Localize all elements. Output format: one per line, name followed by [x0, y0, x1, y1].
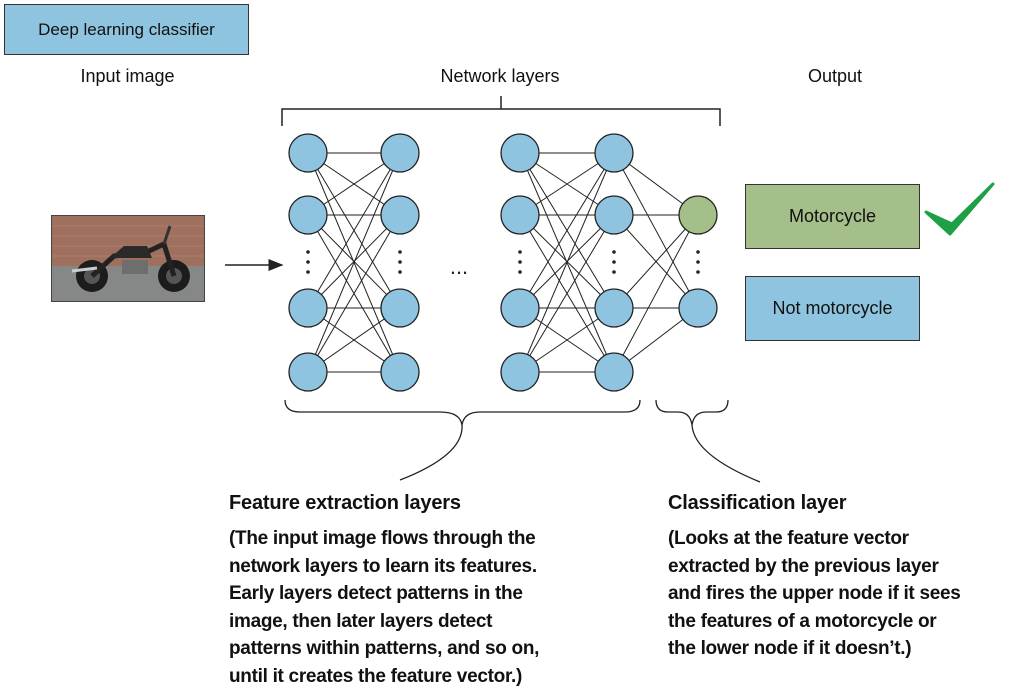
classification-caption: Classification layer (Looks at the featu…: [668, 492, 1018, 663]
node-layers: [288, 133, 718, 392]
hidden-node: [380, 195, 420, 235]
feature-extraction-caption: Feature extraction layers (The input ima…: [229, 492, 619, 690]
vertical-ellipsis-dot: [696, 270, 700, 274]
feature-extraction-body: (The input image flows through the netwo…: [229, 528, 540, 687]
feature-extraction-title: Feature extraction layers: [229, 492, 461, 514]
classification-title: Classification layer: [668, 492, 847, 514]
hidden-node: [594, 133, 634, 173]
output-label: Output: [807, 66, 863, 86]
connection-line: [307, 152, 401, 373]
vertical-ellipsis-dot: [518, 250, 522, 254]
hidden-node: [288, 352, 328, 392]
hidden-node: [500, 133, 540, 173]
network-layers-bracket: [281, 96, 721, 126]
output-connection-line: [613, 152, 699, 309]
hidden-node: [380, 288, 420, 328]
checkmark-icon: [924, 182, 995, 236]
hidden-node: [288, 288, 328, 328]
vertical-ellipsis-dot: [518, 260, 522, 264]
connection-line: [519, 152, 615, 373]
output-node: [678, 288, 718, 328]
vertical-ellipsis-dot: [518, 270, 522, 274]
hidden-node: [500, 352, 540, 392]
vertical-ellipsis-dot: [696, 250, 700, 254]
vertical-ellipsis-dot: [398, 260, 402, 264]
connection-lines: [307, 152, 699, 373]
network-layers-label: Network layers: [440, 66, 560, 86]
vertical-ellipsis-dot: [398, 270, 402, 274]
connection-line: [307, 214, 401, 373]
hidden-node: [288, 195, 328, 235]
vertical-ellipses: [306, 250, 700, 274]
connection-line: [307, 152, 401, 309]
hidden-node: [594, 352, 634, 392]
connection-line: [519, 152, 615, 309]
motorcycle-illustration: [52, 216, 204, 301]
output-motorcycle: Motorcycle: [745, 184, 920, 249]
input-image-label: Input image: [80, 66, 175, 86]
vertical-ellipsis-dot: [306, 260, 310, 264]
vertical-ellipsis-dot: [306, 250, 310, 254]
connection-line: [519, 214, 615, 373]
feature-extraction-brace: [284, 399, 641, 481]
vertical-ellipsis-dot: [612, 260, 616, 264]
hidden-node: [380, 352, 420, 392]
vertical-ellipsis-dot: [306, 270, 310, 274]
hidden-node: [500, 288, 540, 328]
hidden-node: [288, 133, 328, 173]
hidden-node: [594, 288, 634, 328]
layers-ellipsis: ...: [450, 254, 468, 279]
classification-body: (Looks at the feature vector extracted b…: [668, 528, 961, 659]
output-connection-line: [613, 214, 699, 309]
motorcycle-input-image: [51, 215, 205, 302]
vertical-ellipsis-dot: [612, 250, 616, 254]
vertical-ellipsis-dot: [398, 250, 402, 254]
hidden-node: [500, 195, 540, 235]
diagram-title: Deep learning classifier: [4, 4, 249, 55]
hidden-node: [594, 195, 634, 235]
vertical-ellipsis-dot: [696, 260, 700, 264]
hidden-node: [380, 133, 420, 173]
output-node-active: [678, 195, 718, 235]
vertical-ellipsis-dot: [612, 270, 616, 274]
output-not-motorcycle: Not motorcycle: [745, 276, 920, 341]
classification-brace: [655, 399, 761, 483]
output-connection-line: [613, 214, 699, 373]
